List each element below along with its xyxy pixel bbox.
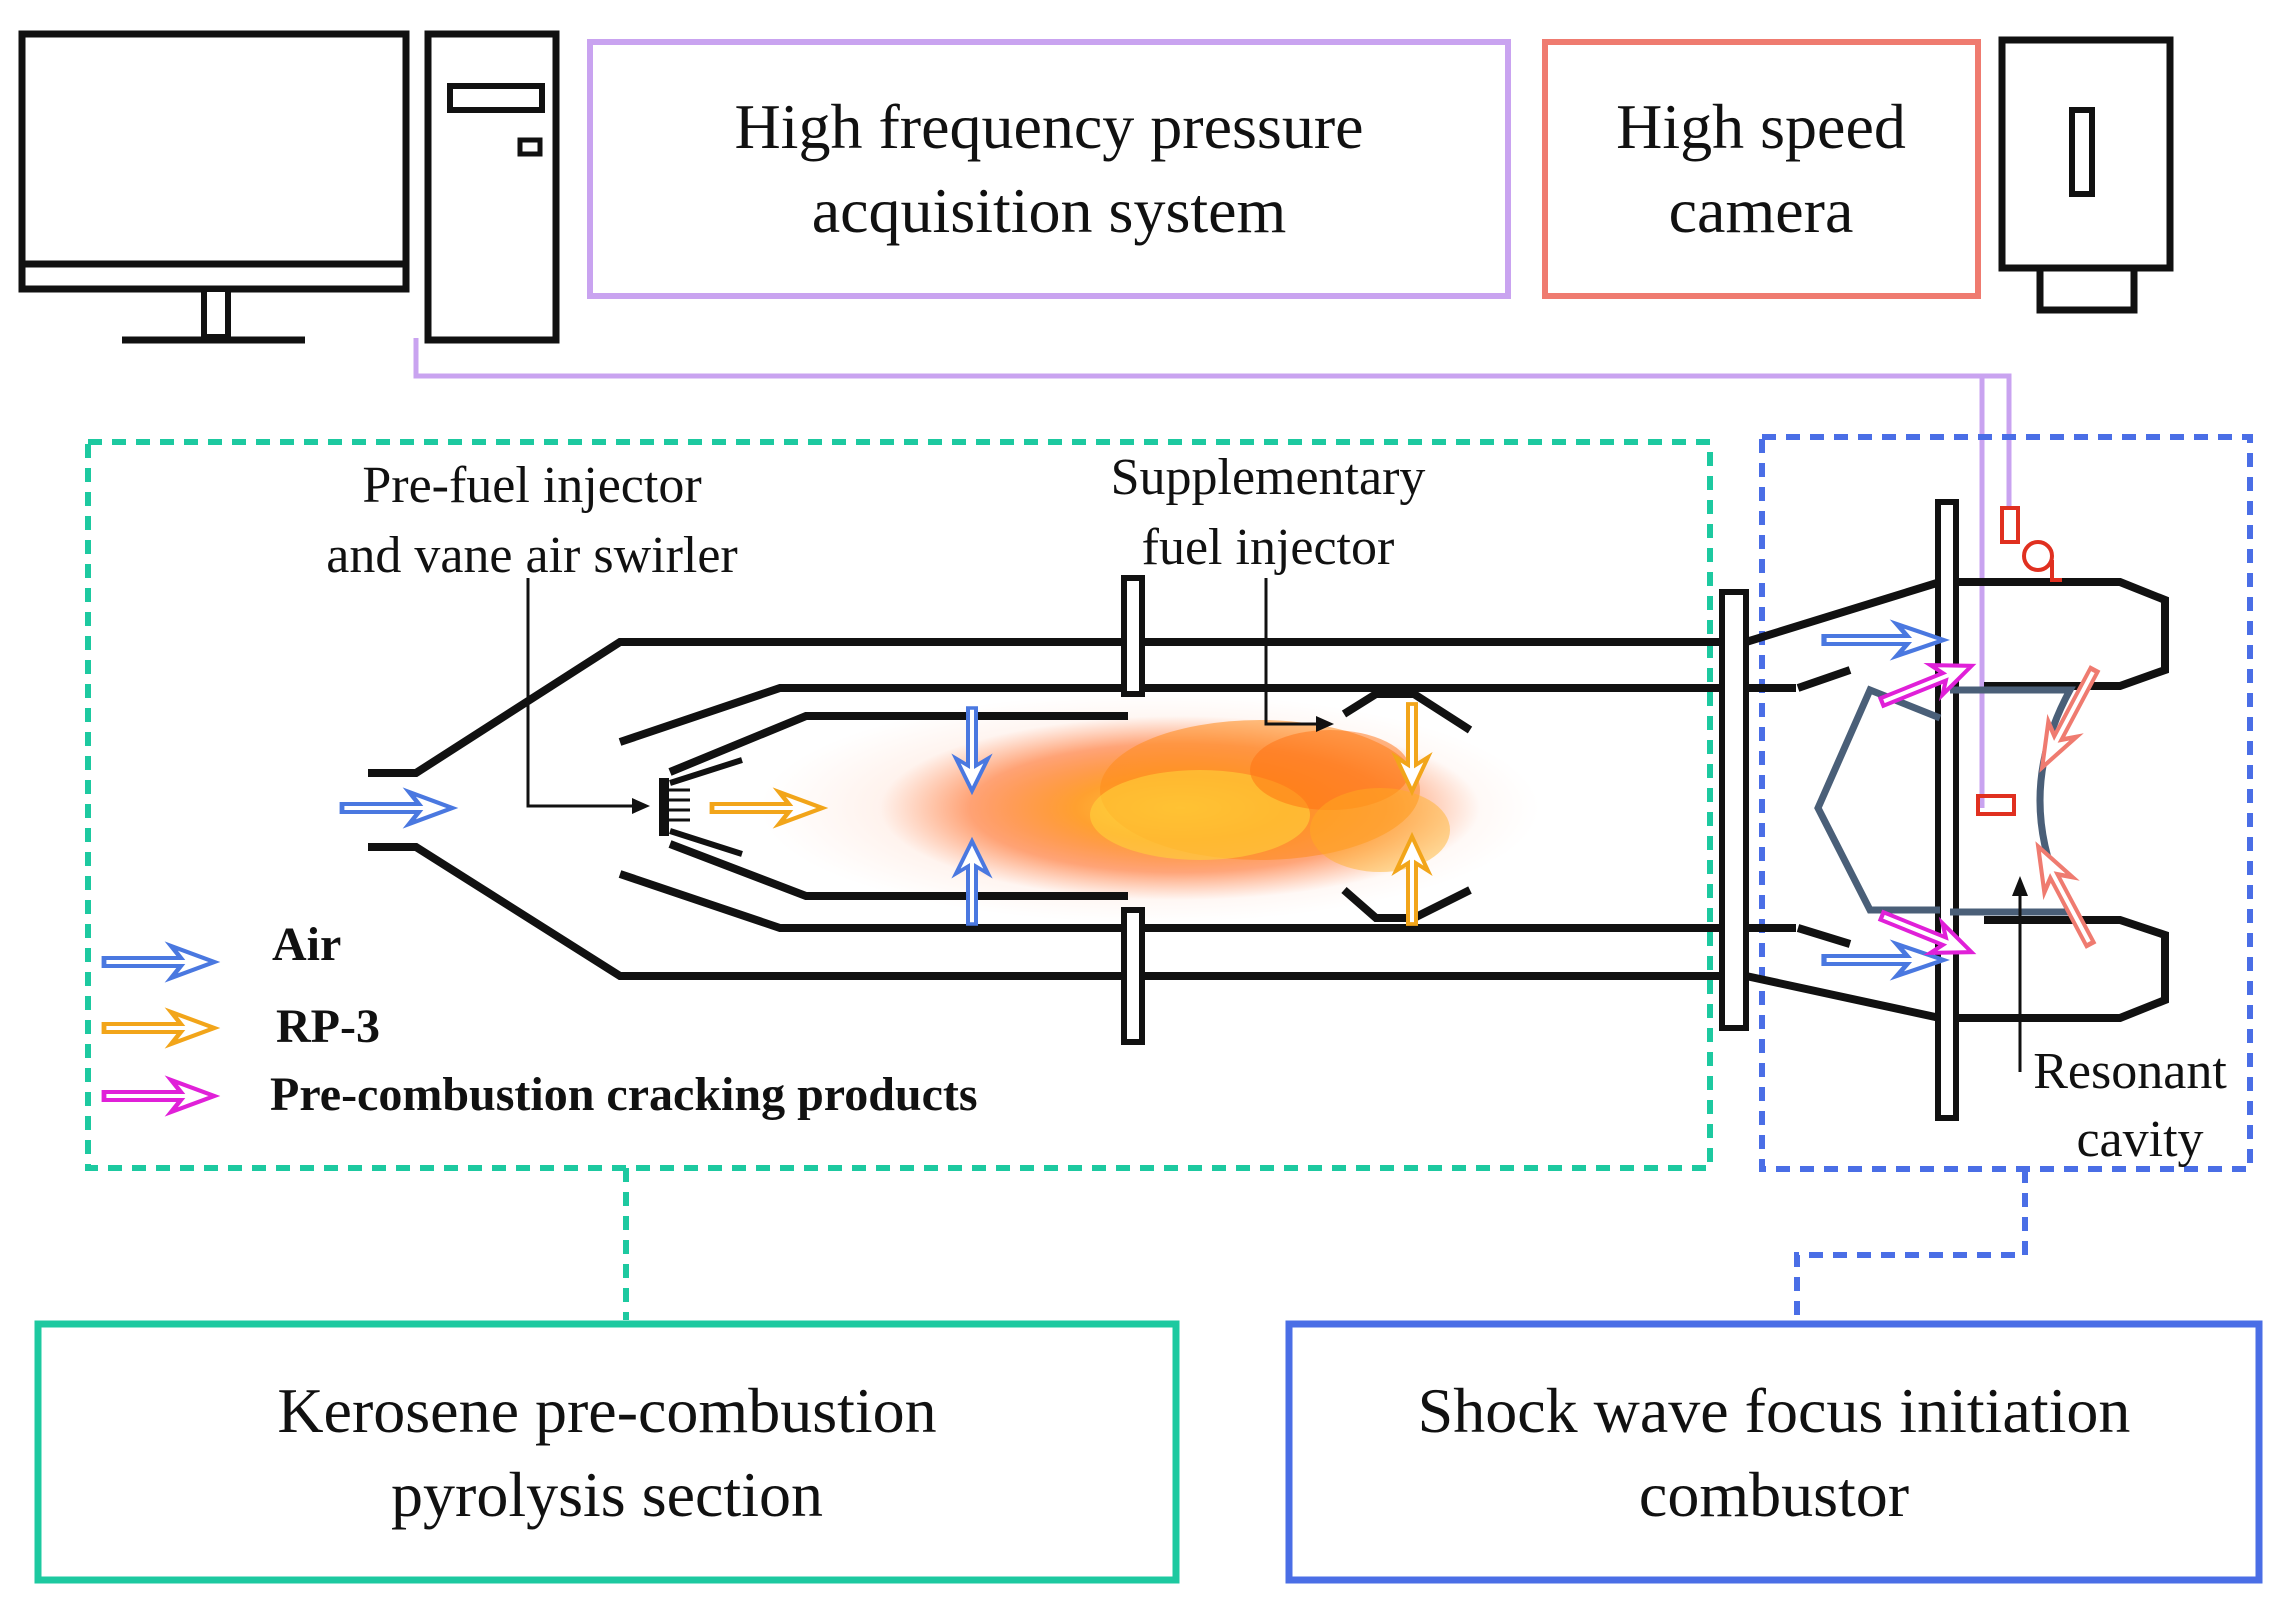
pressure-sensor-icon: [1976, 506, 2062, 816]
supplementary-leader: [1264, 578, 1318, 726]
legend-label-air: Air: [272, 918, 341, 971]
supplementary-leader-head: [1316, 716, 1334, 732]
reflector-wedge: [1814, 685, 1942, 914]
pressure-system-box: High frequency pressure acquisition syst…: [587, 39, 1511, 299]
prefuel-label-line1: Pre-fuel injector: [362, 457, 701, 514]
resonant-label-line2: cavity: [2076, 1111, 2203, 1168]
camera-line2: camera: [1669, 175, 1854, 246]
supplementary-label-line2: fuel injector: [1142, 519, 1395, 576]
pyrolysis-section-outline: [85, 439, 1713, 1171]
combustor-section-outline: [1759, 434, 2253, 1172]
camera-box: High speed camera: [1542, 39, 1981, 299]
combustor-line2: combustor: [1639, 1459, 1909, 1530]
pressure-signal-line: [413, 338, 2012, 808]
pyrolysis-tube: [368, 575, 1796, 1045]
monitor-icon: [18, 30, 410, 344]
flame-image: [760, 693, 1540, 923]
supplementary-label-line1: Supplementary: [1111, 449, 1426, 506]
combustor-connector: [1794, 1169, 2028, 1320]
legend-label-cracking: Pre-combustion cracking products: [270, 1068, 978, 1121]
pyrolysis-section-box: Kerosene pre-combustion pyrolysis sectio…: [34, 1320, 1180, 1584]
pressure-system-line2: acquisition system: [812, 175, 1287, 246]
pyrolysis-line1: Kerosene pre-combustion: [277, 1375, 936, 1446]
legend-label-rp3: RP-3: [276, 1000, 380, 1053]
cracking-product-arrows: [1876, 651, 1978, 967]
prefuel-label-line2: and vane air swirler: [326, 527, 737, 584]
prefuel-leader-head: [632, 798, 650, 814]
computer-tower-icon: [424, 30, 560, 344]
combustor-line1: Shock wave focus initiation: [1418, 1375, 2131, 1446]
legend-item-air: Air: [104, 918, 341, 978]
resonant-label-line1: Resonant: [2033, 1043, 2227, 1100]
resonant-leader-head: [2012, 876, 2028, 896]
pressure-system-line1: High frequency pressure: [734, 91, 1363, 162]
prefuel-leader: [526, 578, 632, 808]
camera-icon: [1998, 36, 2174, 314]
pyrolysis-line2: pyrolysis section: [391, 1459, 823, 1530]
legend-item-rp3: RP-3: [104, 1000, 380, 1053]
camera-line1: High speed: [1616, 91, 1906, 162]
legend-item-cracking: Pre-combustion cracking products: [104, 1068, 978, 1121]
combustor-geometry: [1744, 499, 2169, 1121]
legend: Air RP-3 Pre-combustion cracking product…: [104, 918, 978, 1121]
combustor-box: Shock wave focus initiation combustor: [1285, 1320, 2263, 1584]
